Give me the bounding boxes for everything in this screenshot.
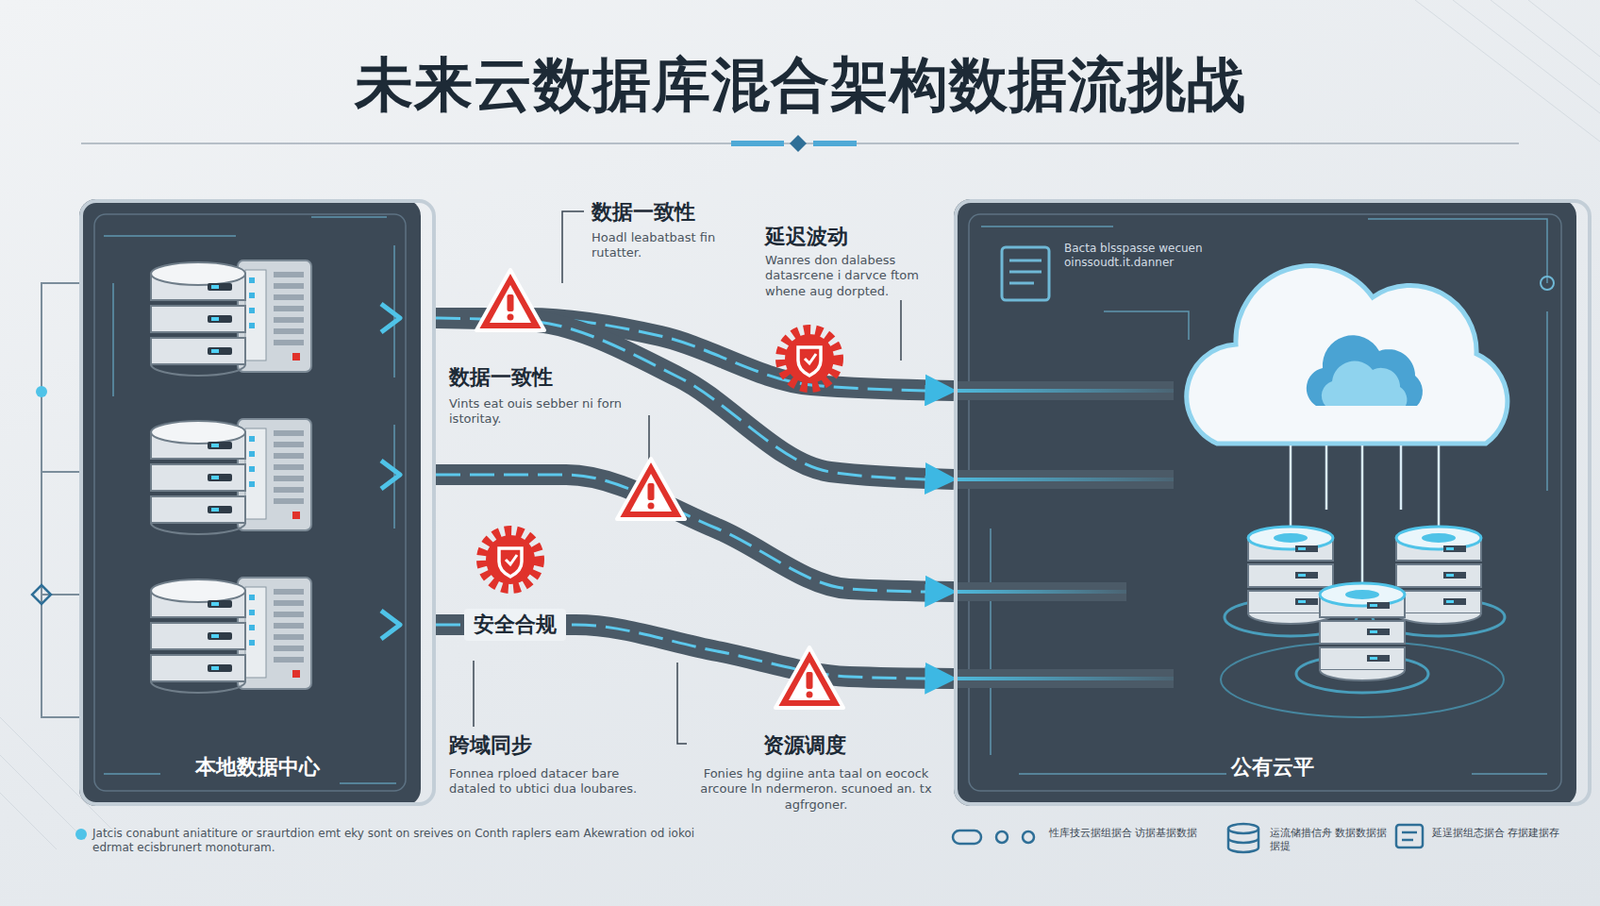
ribbon-glow — [435, 317, 926, 480]
cloud-panel: 公有云平 — [953, 199, 1592, 806]
data-flow-ribbon — [435, 474, 954, 592]
title: 未来云数据库混合架构数据流挑战 — [0, 45, 1600, 125]
challenge-note: Hoadl leabatbast fin rutatter. — [591, 230, 748, 262]
panel-note: Bacta blsspasse wecuen oinssoudt.it.dann… — [1064, 241, 1282, 270]
challenge-heading: 跨域同步 — [449, 732, 638, 759]
panel-label: 本地数据中心 — [83, 752, 433, 782]
edge-label: 安全合规 — [464, 608, 567, 641]
challenge-note: Fonies hg dgiine anta taal on eocock arc… — [693, 766, 939, 813]
challenge-heading: 资源调度 — [763, 732, 952, 759]
challenge-heading: 数据一致性 — [591, 199, 781, 226]
footnote: Jatcis conabunt aniatiture or sraurtdion… — [92, 826, 697, 855]
panel-label: 公有云平 — [957, 752, 1588, 782]
challenge-heading: 数据一致性 — [449, 364, 638, 391]
data-flow-ribbon — [435, 317, 954, 480]
datacenter-panel: 本地数据中心 — [79, 199, 436, 806]
icon-note: 延逞据组态据合 存据建据存 — [1432, 826, 1565, 840]
ribbon-glow — [435, 474, 926, 592]
challenge-note: Vints eat ouis sebber ni forn istoritay. — [449, 396, 629, 428]
icon-note: 运流储措信舟 数据数据据据提 — [1269, 826, 1388, 853]
icon-note: 性库技云据组据合 访据基据数据 — [1049, 826, 1200, 840]
challenge-note: Fonnea rploed datacer bare dataled to ub… — [449, 766, 652, 798]
challenge-heading: 延迟波动 — [765, 223, 954, 250]
challenge-note: Wanres don dalabess datasrcene i darvce … — [765, 252, 931, 300]
